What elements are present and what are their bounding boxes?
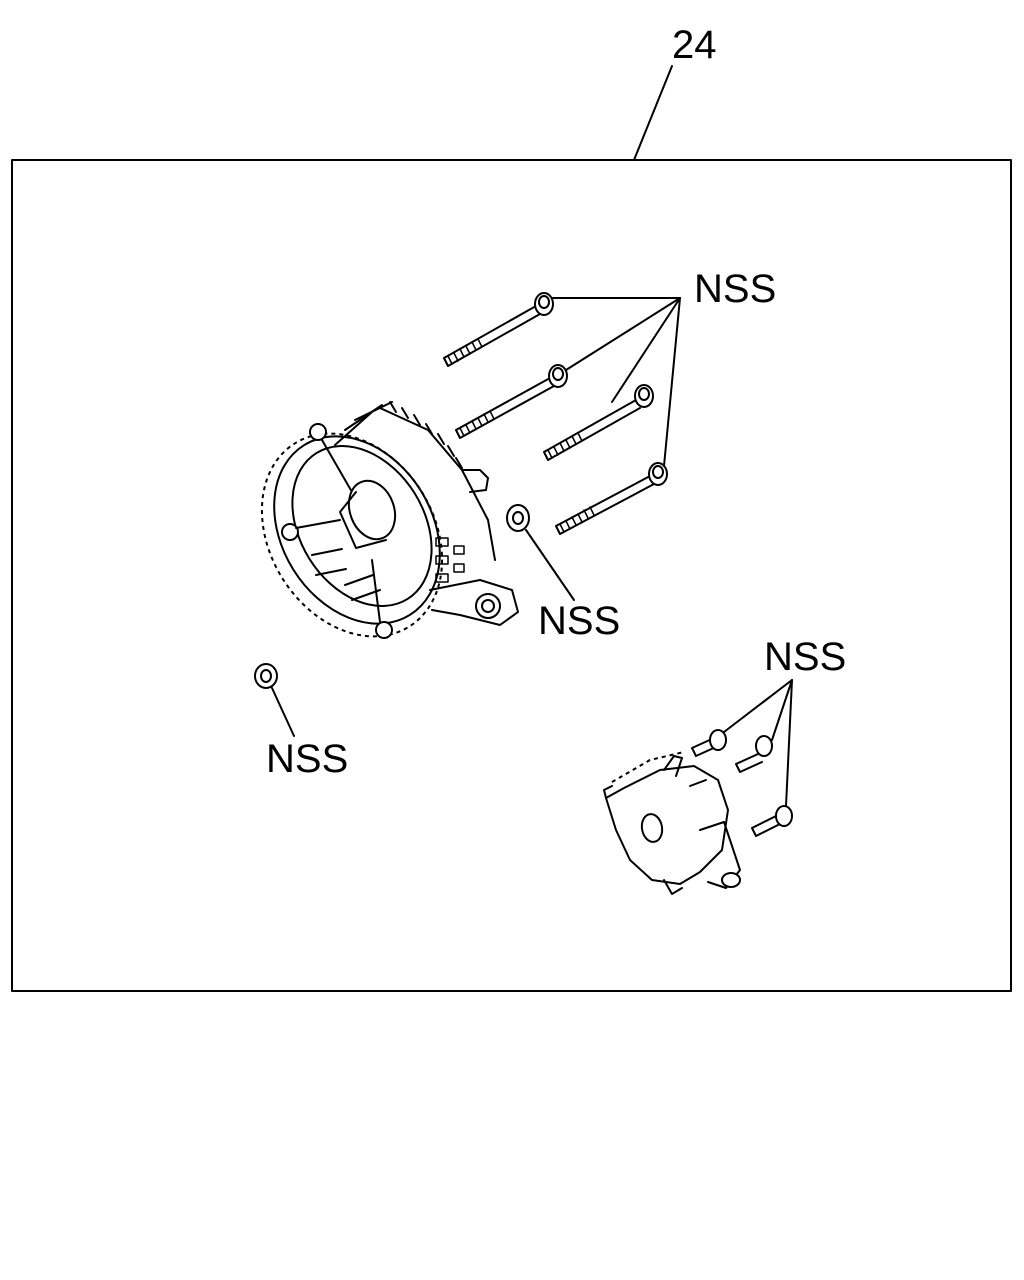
nss-label-nut: NSS bbox=[538, 599, 620, 643]
nss-label-bushing: NSS bbox=[266, 737, 348, 781]
assembly-frame bbox=[11, 159, 1012, 992]
small-bolt-1 bbox=[691, 729, 727, 757]
nss-label-small-bolts: NSS bbox=[764, 635, 846, 679]
alternator-housing bbox=[260, 401, 519, 639]
small-bolt-2 bbox=[735, 735, 773, 773]
nss-leader-long-bolts bbox=[551, 297, 681, 467]
long-bolt-2 bbox=[455, 364, 568, 439]
nss-leader-small-bolts bbox=[723, 679, 793, 807]
callout-leader-24 bbox=[633, 65, 673, 161]
long-bolt-3 bbox=[543, 384, 654, 461]
callout-number-24: 24 bbox=[672, 23, 717, 67]
long-bolt-1 bbox=[443, 292, 554, 367]
small-bolt-3 bbox=[751, 805, 793, 837]
bushing bbox=[254, 663, 278, 689]
hex-nut bbox=[506, 504, 530, 532]
nss-leader-bushing bbox=[271, 687, 295, 737]
long-bolt-4 bbox=[555, 462, 668, 535]
end-cover-plate bbox=[603, 751, 741, 895]
nss-label-long-bolts: NSS bbox=[694, 267, 776, 311]
nss-leader-nut bbox=[525, 529, 575, 601]
